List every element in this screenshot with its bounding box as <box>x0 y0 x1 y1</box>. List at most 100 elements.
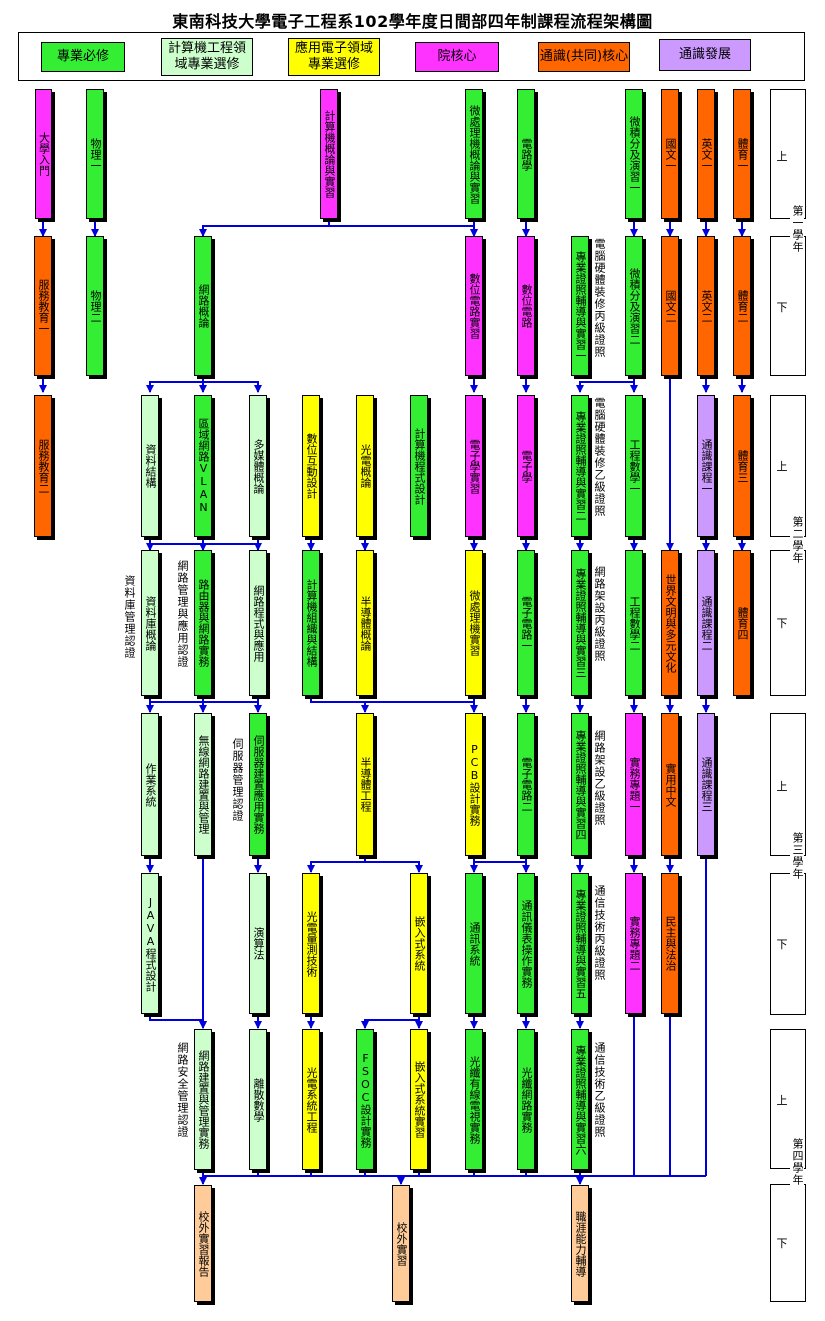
course-box: 作業系統 <box>141 713 159 856</box>
course-box: FSOC設計實務 <box>356 1029 374 1170</box>
course-box: 電子電路二 <box>517 713 535 856</box>
course-box: 實用中文 <box>661 713 679 856</box>
course-box: 數位互動設計 <box>302 395 320 537</box>
course-box: 實務專題二 <box>625 873 643 1014</box>
certification-note: 資料庫管理認證 <box>123 575 136 659</box>
course-box: 電子電路一 <box>517 550 535 696</box>
certification-note: 電腦硬體裝修乙級證照 <box>593 397 606 517</box>
course-box: 英文一 <box>697 89 715 219</box>
course-box: 校外實習報告 <box>194 1185 212 1302</box>
course-box: 光纖有線電視實務 <box>465 1029 483 1170</box>
course-box: 微積分及演習一 <box>625 89 643 219</box>
course-box: 演算法 <box>249 873 267 1014</box>
course-box: 微處理機實習 <box>465 550 483 696</box>
course-box: 世界文明與多元文化 <box>661 550 679 696</box>
course-box: 民主與法治 <box>661 873 679 1014</box>
course-box: 通訊系統 <box>465 873 483 1014</box>
course-box: 資料結構 <box>141 395 159 537</box>
certification-note: 通信技術丙級證照 <box>593 885 606 981</box>
semester-cell-y4-down: 下 <box>770 1184 806 1302</box>
course-box: 專業證照輔導與實習三 <box>571 550 589 696</box>
course-box: 光電量測技術 <box>302 873 320 1014</box>
course-box: 光電系統工程 <box>302 1029 320 1170</box>
course-box: 數位電路實習 <box>465 236 483 376</box>
course-box: 專業證照輔導與實習五 <box>571 873 589 1014</box>
semester-cell-y3-up: 上 <box>770 713 806 856</box>
course-box: 電子學實習 <box>465 395 483 537</box>
certification-note: 電腦硬體裝修丙級證照 <box>593 238 606 358</box>
course-box: 工程數學二 <box>625 550 643 696</box>
course-box: 資料庫概論 <box>141 550 159 696</box>
course-box: 嵌入式系統實習 <box>410 1029 428 1170</box>
course-box: 通識課程三 <box>697 713 715 856</box>
legend: 專業必修 計算機工程領域專業選修 應用電子領域專業選修 院核心 通識(共同)核心… <box>18 32 805 81</box>
course-box: 專業證照輔導與實習四 <box>571 713 589 856</box>
course-box: 大學入門 <box>35 89 52 219</box>
course-box: 數位電路 <box>517 236 535 376</box>
year-label-1: 第一學年 <box>790 205 804 253</box>
legend-college-core: 院核心 <box>415 42 499 72</box>
legend-general-core: 通識(共同)核心 <box>538 42 630 72</box>
legend-professional-required: 專業必修 <box>41 42 125 72</box>
course-box: JAVA程式設計 <box>141 873 159 1014</box>
course-box: 物理二 <box>86 236 104 376</box>
year-label-2: 第二學年 <box>790 516 804 564</box>
course-box: 體育二 <box>733 236 751 376</box>
semester-cell-y2-down: 下 <box>770 550 806 696</box>
course-box: 國文二 <box>661 236 679 376</box>
certification-note: 網路架設乙級證照 <box>593 730 606 826</box>
course-box: 電子學 <box>517 395 535 537</box>
course-box: 網路建置與管理實務 <box>194 1029 212 1170</box>
course-box: 電路學 <box>517 89 535 219</box>
semester-cell-y3-down: 下 <box>770 873 806 1015</box>
course-box: 計算機概論與實習 <box>320 89 338 219</box>
certification-note: 通信技術乙級證照 <box>593 1042 606 1138</box>
certification-note: 伺服器管理認證 <box>231 738 244 822</box>
year-label-4: 第四學年 <box>790 1138 804 1186</box>
course-box: 光電概論 <box>356 395 374 537</box>
semester-cell-y4-up: 上 <box>770 1029 806 1169</box>
course-box: 路由器與網路實務 <box>194 550 212 696</box>
course-box: 體育一 <box>733 89 751 219</box>
course-box: 網路概論 <box>194 236 212 376</box>
course-box: 網路程式與應用 <box>249 550 267 696</box>
course-box: 工程數學一 <box>625 395 643 537</box>
page-title: 東南科技大學電子工程系102學年度日間部四年制課程流程架構圖 <box>172 12 653 31</box>
course-box: 無線網路建置與管理 <box>194 713 212 856</box>
course-box: 離散數學 <box>249 1029 267 1170</box>
course-box: 微處理機概論與實習 <box>465 89 483 219</box>
course-box: 專業證照輔導與實習二 <box>571 395 589 537</box>
course-box: 通訊儀表操作實務 <box>517 873 535 1014</box>
year-label-3: 第三學年 <box>790 832 804 880</box>
course-box: 光纖網路實務 <box>517 1029 535 1170</box>
course-box: 專業證照輔導與實習六 <box>571 1029 589 1170</box>
course-box: 國文一 <box>661 89 679 219</box>
certification-note: 網路安全管理認證 <box>176 1042 189 1138</box>
course-box: 職涯能力輔導 <box>571 1185 589 1302</box>
course-box: 體育三 <box>733 395 751 537</box>
certification-note: 網路管理與應用認證 <box>176 560 189 668</box>
course-box: 計算機組織與結構 <box>302 550 320 696</box>
semester-cell-y2-up: 上 <box>770 395 806 537</box>
course-box: 微積分及演習二 <box>625 236 643 376</box>
course-box: 英文二 <box>697 236 715 376</box>
course-box: 半導體概論 <box>356 550 374 696</box>
legend-computer-elective: 計算機工程領域專業選修 <box>161 38 253 76</box>
course-box: PCB設計實務 <box>465 713 483 856</box>
course-box: 嵌入式系統 <box>410 873 428 1014</box>
course-box: 通識課程一 <box>697 395 715 537</box>
course-box: 物理一 <box>86 89 104 219</box>
course-box: 區域網路VLAN <box>194 395 212 537</box>
semester-cell-y1-down: 下 <box>770 236 806 376</box>
course-box: 校外實習 <box>392 1185 410 1302</box>
course-box: 通識課程二 <box>697 550 715 696</box>
course-box: 體育四 <box>733 550 751 696</box>
course-box: 專業證照輔導與實習一 <box>571 236 589 376</box>
course-box: 多媒體概論 <box>249 395 267 537</box>
course-box: 半導體工程 <box>356 713 374 856</box>
course-box: 實務專題一 <box>625 713 643 856</box>
legend-applied-electronics-elective: 應用電子領域專業選修 <box>288 38 380 76</box>
course-box: 伺服器建置應用實務 <box>249 713 267 856</box>
legend-general-development: 通識發展 <box>659 39 751 71</box>
